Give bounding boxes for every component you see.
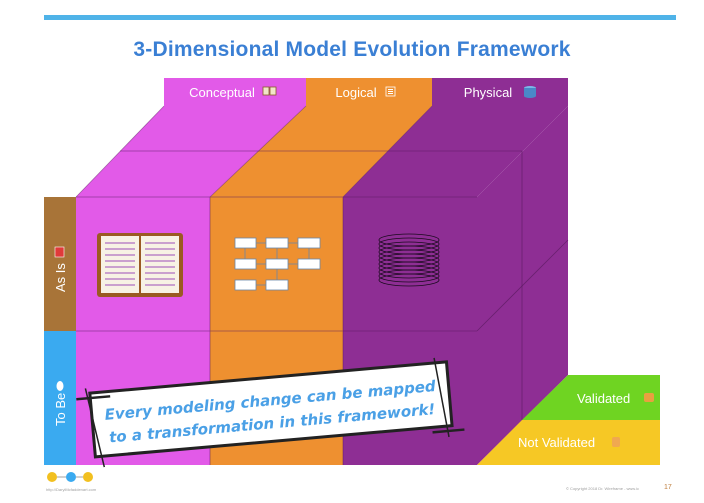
toolbox-icon (54, 246, 65, 258)
band-not-validated (477, 420, 660, 465)
row-asis-label: As Is (53, 263, 68, 292)
header-conceptual (164, 78, 306, 106)
header-logical (306, 78, 432, 106)
footer-url: http://DarylMcfaddenart.com (46, 487, 97, 492)
top-face-conceptual (76, 106, 306, 197)
row-tobe (44, 331, 76, 465)
band-not-validated-label: Not Validated (518, 435, 595, 450)
top-accent-bar (44, 15, 676, 20)
book-icon (262, 86, 277, 96)
page-title: 3-Dimensional Model Evolution Framework (133, 38, 571, 61)
header-logical-label: Logical (335, 85, 376, 100)
list-icon (385, 86, 396, 97)
fingers-crossed-icon (612, 437, 620, 447)
callout-banner: Every modeling change can be mapped to a… (76, 357, 465, 468)
logical-flow-illustration (234, 237, 321, 291)
database-icon (524, 86, 536, 98)
row-tobe-label: To Be (53, 393, 68, 426)
open-book-illustration (97, 233, 183, 297)
header-physical-label: Physical (464, 85, 513, 100)
row-asis (44, 197, 76, 331)
band-validated-label: Validated (577, 391, 630, 406)
header-physical (432, 78, 568, 106)
top-face-physical (343, 106, 568, 197)
footer-copyright: © Copyright 2018 Dr. Wireframe - www.ic (566, 486, 639, 491)
band-validated (522, 375, 660, 420)
top-face-logical (210, 106, 432, 197)
thumbs-up-icon (644, 393, 654, 402)
footer-logo (47, 472, 93, 482)
cloud-icon (56, 381, 64, 391)
cell-asis-physical (343, 197, 477, 331)
header-conceptual-label: Conceptual (189, 85, 255, 100)
physical-coil-illustration (378, 233, 440, 287)
page-number: 17 (664, 484, 672, 491)
